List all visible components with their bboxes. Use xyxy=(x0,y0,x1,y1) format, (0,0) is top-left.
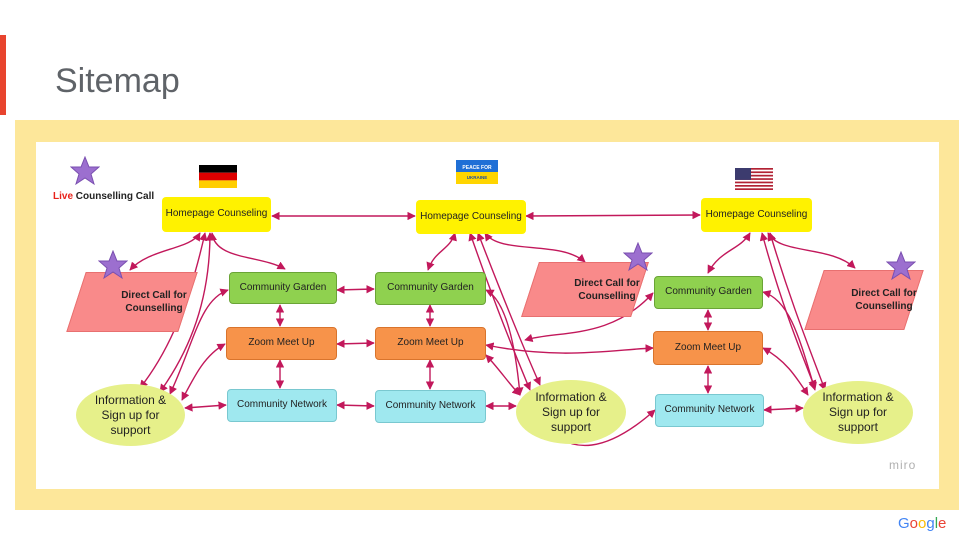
connector xyxy=(762,347,809,396)
node-label: Community Network xyxy=(664,404,755,416)
node-label: Community Garden xyxy=(665,286,752,298)
node-label: Homepage Counseling xyxy=(420,210,522,222)
connector xyxy=(184,401,227,412)
node-label: Community Garden xyxy=(387,282,474,294)
flag-caption-top: PEACE FOR xyxy=(462,165,492,171)
information-signup-ua[interactable]: Information & Sign up for support xyxy=(516,380,626,444)
connector xyxy=(169,288,229,395)
legend-live-word: Live xyxy=(53,191,74,202)
node-label: Zoom Meet Up xyxy=(248,337,315,349)
purple-star-icon xyxy=(70,156,100,186)
legend-label: Live Counselling Call xyxy=(53,191,154,202)
community-garden-us[interactable]: Community Garden xyxy=(654,276,763,309)
connector xyxy=(336,339,375,348)
zoom-meet-up-de[interactable]: Zoom Meet Up xyxy=(226,327,337,360)
node-label: Direct Call for Counselling xyxy=(851,288,917,312)
node-label: Community Network xyxy=(236,399,328,411)
node-label: Information & Sign up for support xyxy=(535,389,607,434)
purple-star-icon xyxy=(623,242,653,272)
node-label: Direct Call for Counselling xyxy=(121,290,187,314)
slide-title: Sitemap xyxy=(55,62,180,100)
connector xyxy=(762,290,817,391)
connector xyxy=(525,210,701,221)
google-logo: Google xyxy=(898,515,947,532)
node-label: Zoom Meet Up xyxy=(674,341,742,353)
connector xyxy=(524,292,654,342)
connector xyxy=(208,232,286,270)
flag-caption-bottom: UKRAINE xyxy=(467,175,488,180)
connector xyxy=(767,232,856,269)
homepage-counseling-us[interactable]: Homepage Counseling xyxy=(701,198,812,232)
accent-bar xyxy=(0,35,6,115)
connector xyxy=(707,232,751,274)
connector xyxy=(426,232,457,271)
peace-for-ukraine-flag-icon: PEACE FOR UKRAINE xyxy=(456,160,498,184)
miro-watermark: miro xyxy=(889,458,917,472)
connector xyxy=(181,343,226,401)
legend-text: Counselling Call xyxy=(75,191,155,202)
connector xyxy=(485,289,524,396)
community-garden-ua[interactable]: Community Garden xyxy=(375,272,486,305)
germany-flag-icon xyxy=(199,165,237,188)
connector xyxy=(485,342,654,354)
connector xyxy=(763,404,804,414)
node-label: Direct Call for Counselling xyxy=(574,277,640,302)
node-label: Information & Sign up for support xyxy=(822,390,894,434)
node-label: Homepage Counseling xyxy=(165,208,268,220)
community-network-us[interactable]: Community Network xyxy=(655,394,764,427)
node-label: Community Garden xyxy=(239,281,327,293)
community-garden-de[interactable]: Community Garden xyxy=(229,272,337,304)
connector xyxy=(336,285,375,294)
information-signup-de[interactable]: Information & Sign up for support xyxy=(76,384,185,446)
zoom-meet-up-us[interactable]: Zoom Meet Up xyxy=(653,331,763,365)
homepage-counseling-de[interactable]: Homepage Counseling xyxy=(162,197,271,232)
node-label: Information & Sign up for support xyxy=(94,392,167,437)
direct-call-node-us[interactable]: Direct Call for Counselling xyxy=(804,270,924,330)
homepage-counseling-ua[interactable]: Homepage Counseling xyxy=(416,200,526,234)
community-network-de[interactable]: Community Network xyxy=(227,389,337,422)
information-signup-us[interactable]: Information & Sign up for support xyxy=(803,381,913,444)
purple-star-icon xyxy=(98,250,128,280)
connector xyxy=(129,232,201,271)
direct-call-node-de[interactable]: Direct Call for Counselling xyxy=(66,272,198,332)
zoom-meet-up-ua[interactable]: Zoom Meet Up xyxy=(375,327,486,360)
node-label: Community Network xyxy=(385,400,476,412)
direct-call-node-ua[interactable]: Direct Call for Counselling xyxy=(521,262,649,317)
community-network-ua[interactable]: Community Network xyxy=(375,390,486,423)
node-label: Homepage Counseling xyxy=(705,208,808,220)
connector xyxy=(336,401,375,410)
node-label: Zoom Meet Up xyxy=(397,337,464,349)
purple-star-icon xyxy=(886,251,916,281)
usa-flag-icon xyxy=(735,168,773,190)
connector xyxy=(484,232,586,263)
connector xyxy=(485,354,521,396)
connector xyxy=(468,232,531,391)
